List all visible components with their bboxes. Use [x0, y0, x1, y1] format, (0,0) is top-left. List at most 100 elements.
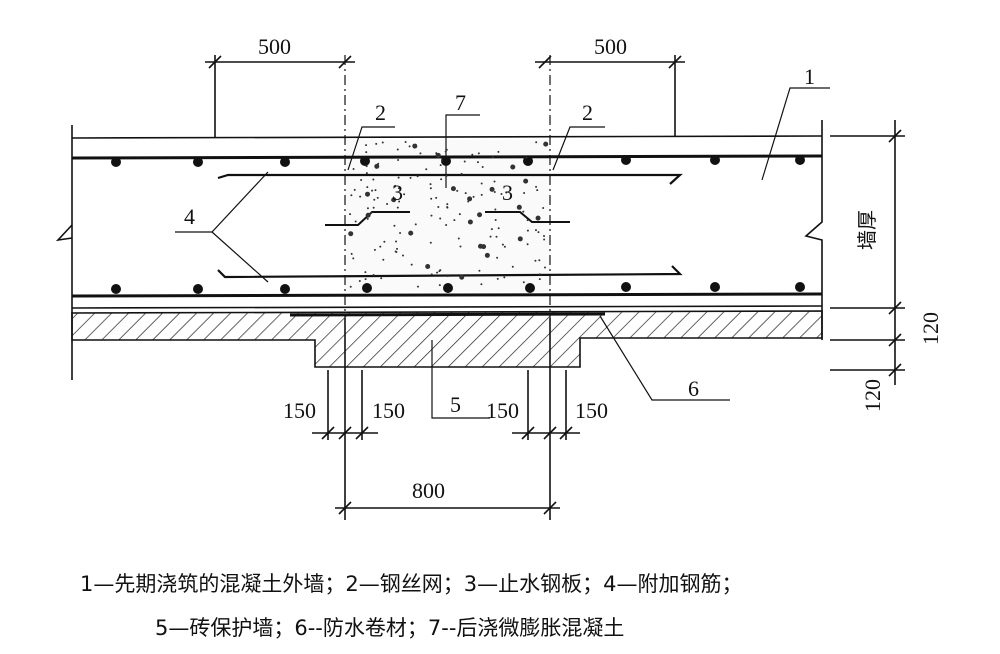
- stipple-dot: [430, 214, 433, 217]
- stipple-dot: [440, 178, 443, 181]
- stipple-dot: [510, 164, 516, 170]
- label-3-right: 3: [502, 180, 513, 205]
- stipple-dot: [365, 165, 368, 168]
- stipple-dot: [429, 183, 432, 186]
- stipple-dot: [526, 243, 529, 246]
- stipple-dot: [408, 230, 414, 236]
- stipple-dot: [371, 189, 374, 192]
- stipple-dot: [522, 210, 525, 213]
- stipple-dot: [430, 197, 433, 200]
- stipple-dot: [408, 145, 411, 148]
- stipple-dot: [393, 224, 396, 227]
- stipple-dot: [543, 238, 546, 241]
- stipple-dot: [467, 196, 473, 202]
- dim-500-right: 500: [594, 34, 627, 59]
- stipple-dot: [543, 235, 546, 238]
- dim-150: 150: [486, 398, 519, 423]
- stipple-dot: [490, 228, 493, 231]
- stipple-dot: [429, 187, 432, 190]
- stipple-dot: [409, 176, 412, 179]
- stipple-dot: [484, 252, 490, 258]
- stipple-dot: [374, 163, 380, 169]
- stipple-dot: [366, 186, 369, 189]
- stipple-dot: [375, 142, 378, 145]
- additional-rebar-top: [217, 173, 683, 185]
- stipple-dot: [496, 277, 499, 280]
- caption-line-1: 1—先期浇筑的混凝土外墙；2—钢丝网；3—止水钢板；4—附加钢筋；: [80, 572, 743, 596]
- stipple-dot: [446, 206, 449, 209]
- stipple-dot: [381, 141, 384, 144]
- stipple-dot: [365, 151, 368, 154]
- stipple-dot: [445, 148, 448, 151]
- stipple-dot: [414, 223, 417, 226]
- stipple-dot: [377, 162, 380, 165]
- stipple-dot: [358, 279, 361, 282]
- stipple-dot: [500, 193, 503, 196]
- label-5: 5: [450, 392, 461, 417]
- stipple-dot: [372, 206, 375, 209]
- stipple-dot: [365, 144, 368, 147]
- water-stop-plate-right: [485, 211, 570, 223]
- stipple-dot: [538, 259, 541, 262]
- stipple-dot: [497, 150, 500, 153]
- stipple-dot: [534, 259, 537, 262]
- stipple-dot: [348, 231, 354, 237]
- stipple-dot: [373, 248, 376, 251]
- stipple-dot: [393, 185, 396, 188]
- stipple-dot: [493, 190, 496, 193]
- stipple-dot: [354, 220, 357, 223]
- stipple-dot: [379, 245, 382, 248]
- stipple-dot: [489, 235, 492, 238]
- stipple-dot: [380, 277, 383, 280]
- stipple-dot: [526, 229, 529, 232]
- stipple-dot: [429, 241, 432, 244]
- stipple-dot: [376, 196, 379, 199]
- stipple-dot: [372, 274, 375, 277]
- stipple-dot: [438, 284, 441, 287]
- stipple-dot: [523, 178, 529, 184]
- stipple-dot: [397, 159, 400, 162]
- stipple-dot: [394, 250, 397, 253]
- stipple-dot: [543, 141, 549, 147]
- stipple-dot: [439, 217, 442, 220]
- stipple-dot: [501, 243, 504, 246]
- rebar-dots: [111, 155, 805, 294]
- stipple-dot: [364, 278, 367, 281]
- stipple-dot: [495, 235, 498, 238]
- stipple-dot: [386, 203, 389, 206]
- concrete-stipple: [348, 141, 549, 288]
- dim-800: 800: [412, 478, 445, 503]
- stipple-dot: [459, 274, 465, 280]
- dim-500-left: 500: [258, 34, 291, 59]
- stipple-dot: [401, 254, 404, 257]
- stipple-dot: [537, 231, 540, 234]
- stipple-dot: [440, 159, 443, 162]
- stipple-dot: [416, 285, 419, 288]
- dim-150: 150: [575, 398, 608, 423]
- stipple-dot: [543, 266, 546, 269]
- stipple-dot: [349, 213, 352, 216]
- stipple-dot: [435, 196, 438, 199]
- additional-rebar-bottom: [217, 265, 683, 279]
- stipple-dot: [374, 189, 377, 192]
- stipple-dot: [535, 215, 541, 221]
- stipple-dot: [436, 271, 439, 274]
- stipple-dot: [396, 206, 399, 209]
- stipple-dot: [503, 245, 506, 248]
- stipple-dot: [445, 223, 448, 226]
- stipple-dot: [489, 186, 495, 192]
- stipple-dot: [445, 175, 448, 178]
- stipple-dot: [491, 156, 494, 159]
- stipple-dot: [396, 148, 399, 151]
- stipple-dot: [538, 273, 541, 276]
- stipple-dot: [523, 191, 526, 194]
- stipple-dot: [430, 273, 433, 276]
- stipple-dot: [467, 219, 473, 225]
- stipple-dot: [496, 256, 499, 259]
- stipple-dot: [416, 175, 419, 178]
- stipple-dot: [439, 269, 442, 272]
- stipple-dot: [360, 179, 363, 182]
- stipple-dot: [404, 141, 407, 144]
